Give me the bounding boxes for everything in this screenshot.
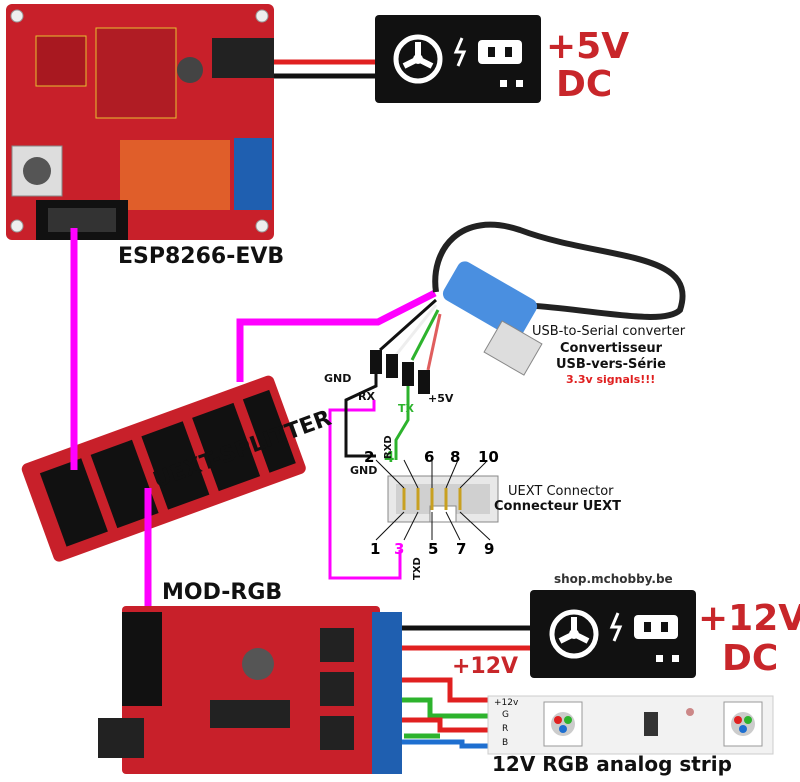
strip-plus12-label: +12v (494, 698, 519, 708)
psu-top-voltage: +5V (546, 26, 630, 67)
watermark: shop.mchobby.be (554, 572, 673, 586)
esp8266-evb-label: ESP8266-EVB (118, 244, 285, 269)
esp8266-evb-board (6, 4, 274, 240)
strip-r-label: R (502, 724, 509, 734)
usb-serial-title: USB-to-Serial converter (532, 324, 686, 339)
connector-title-fr: Connecteur UEXT (494, 499, 622, 514)
usb-serial-fr2: USB-vers-Série (556, 357, 666, 372)
power-supply-12v (530, 590, 696, 678)
usb-serial-cable (370, 221, 686, 394)
connector-txd-label: TXD (412, 557, 423, 580)
pin-10: 10 (478, 448, 499, 466)
pin-1: 1 (370, 540, 381, 558)
power-supply-5v (375, 15, 541, 103)
pin-3: 3 (394, 540, 405, 558)
mod-rgb-label: MOD-RGB (162, 580, 283, 605)
plus12v-wire-label: +12V (452, 654, 519, 679)
psu-bottom-voltage: +12V (698, 598, 800, 639)
uext-connector (375, 459, 499, 541)
pin-8: 8 (450, 448, 461, 466)
strip-g-label: G (502, 710, 509, 720)
pin-7: 7 (456, 540, 467, 558)
psu-top-dc: DC (556, 64, 613, 105)
wire-tx-label: TX (398, 402, 414, 415)
pin-6: 6 (424, 448, 435, 466)
uext-splitter-board (21, 375, 306, 562)
connector-title-en: UEXT Connector (508, 484, 614, 499)
usb-serial-fr1: Convertisseur (560, 341, 663, 356)
mod-rgb-board (98, 606, 402, 774)
pin-2: 2 (364, 448, 375, 466)
strip-label: 12V RGB analog strip (492, 752, 732, 776)
strip-b-label: B (502, 738, 509, 748)
wire-5v-label: +5V (428, 392, 454, 405)
pin-5: 5 (428, 540, 439, 558)
pin-4: 4 (384, 448, 395, 466)
usb-serial-warning: 3.3v signals!!! (566, 373, 656, 386)
wire-gnd-label: GND (324, 372, 352, 385)
pin-9: 9 (484, 540, 495, 558)
psu-bottom-dc: DC (722, 638, 779, 679)
connector-rxd-label: RXD (383, 435, 394, 459)
wire-rx-label: RX (358, 390, 375, 403)
rgb-led-strip (487, 695, 774, 755)
connector-gnd-label: GND (350, 464, 378, 477)
